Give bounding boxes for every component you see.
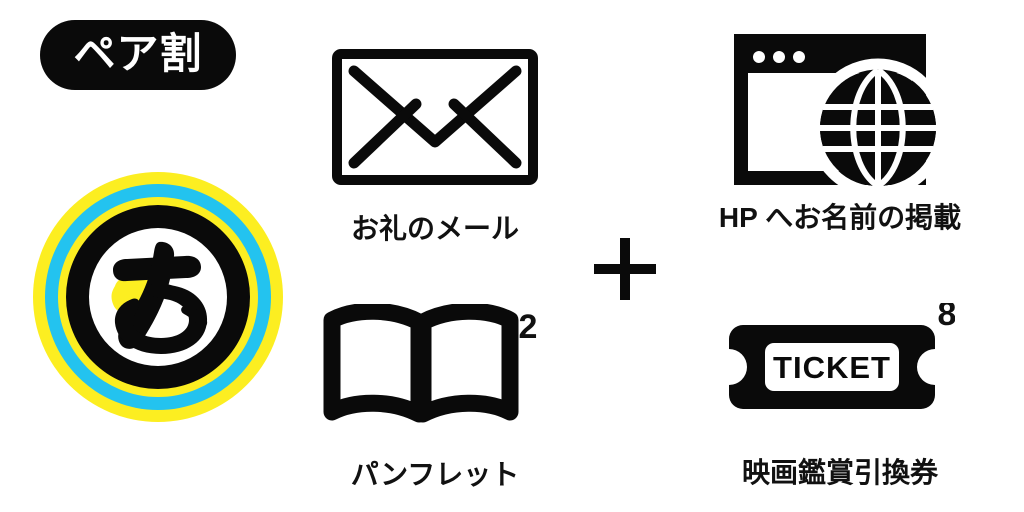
reward-count-pamphlet: 2 (519, 308, 538, 346)
ticket-face-text: TICKET (773, 350, 891, 385)
reward-icon-wrap-hp (680, 30, 1000, 190)
reward-icon-wrap-ticket: TICKET 8 (680, 300, 1000, 430)
pair-discount-badge-label: ペア割 (73, 30, 203, 77)
reward-item-pamphlet: 2 パンフレット (290, 300, 580, 491)
open-book-icon: 2 (323, 303, 538, 422)
plus-icon (594, 238, 656, 300)
reward-label-pamphlet: パンフレット (350, 459, 520, 490)
reward-item-movie-ticket: TICKET 8 映画鑑賞引換券 (680, 300, 1000, 489)
reward-label-movie-ticket: 映画鑑賞引換券 (741, 457, 938, 488)
reward-icon-wrap-mail (290, 42, 580, 192)
reward-label-hp-listing: HP へお名前の掲載 (718, 202, 962, 233)
browser-globe-icon (733, 33, 947, 188)
reward-count-movie-ticket: 8 (938, 303, 955, 333)
brand-logo (33, 172, 283, 422)
reward-item-mail: お礼のメール (290, 42, 580, 245)
envelope-icon (332, 49, 538, 185)
plus-icon-vertical-bar (620, 238, 630, 300)
reward-label-mail: お礼のメール (350, 213, 519, 244)
reward-item-hp-listing: HP へお名前の掲載 (680, 30, 1000, 234)
pair-discount-badge: ペア割 (40, 20, 236, 90)
reward-icon-wrap-pamphlet: 2 (290, 300, 580, 435)
ticket-icon: TICKET 8 (729, 303, 955, 409)
logo-hiragana-a-glyph (111, 241, 208, 354)
